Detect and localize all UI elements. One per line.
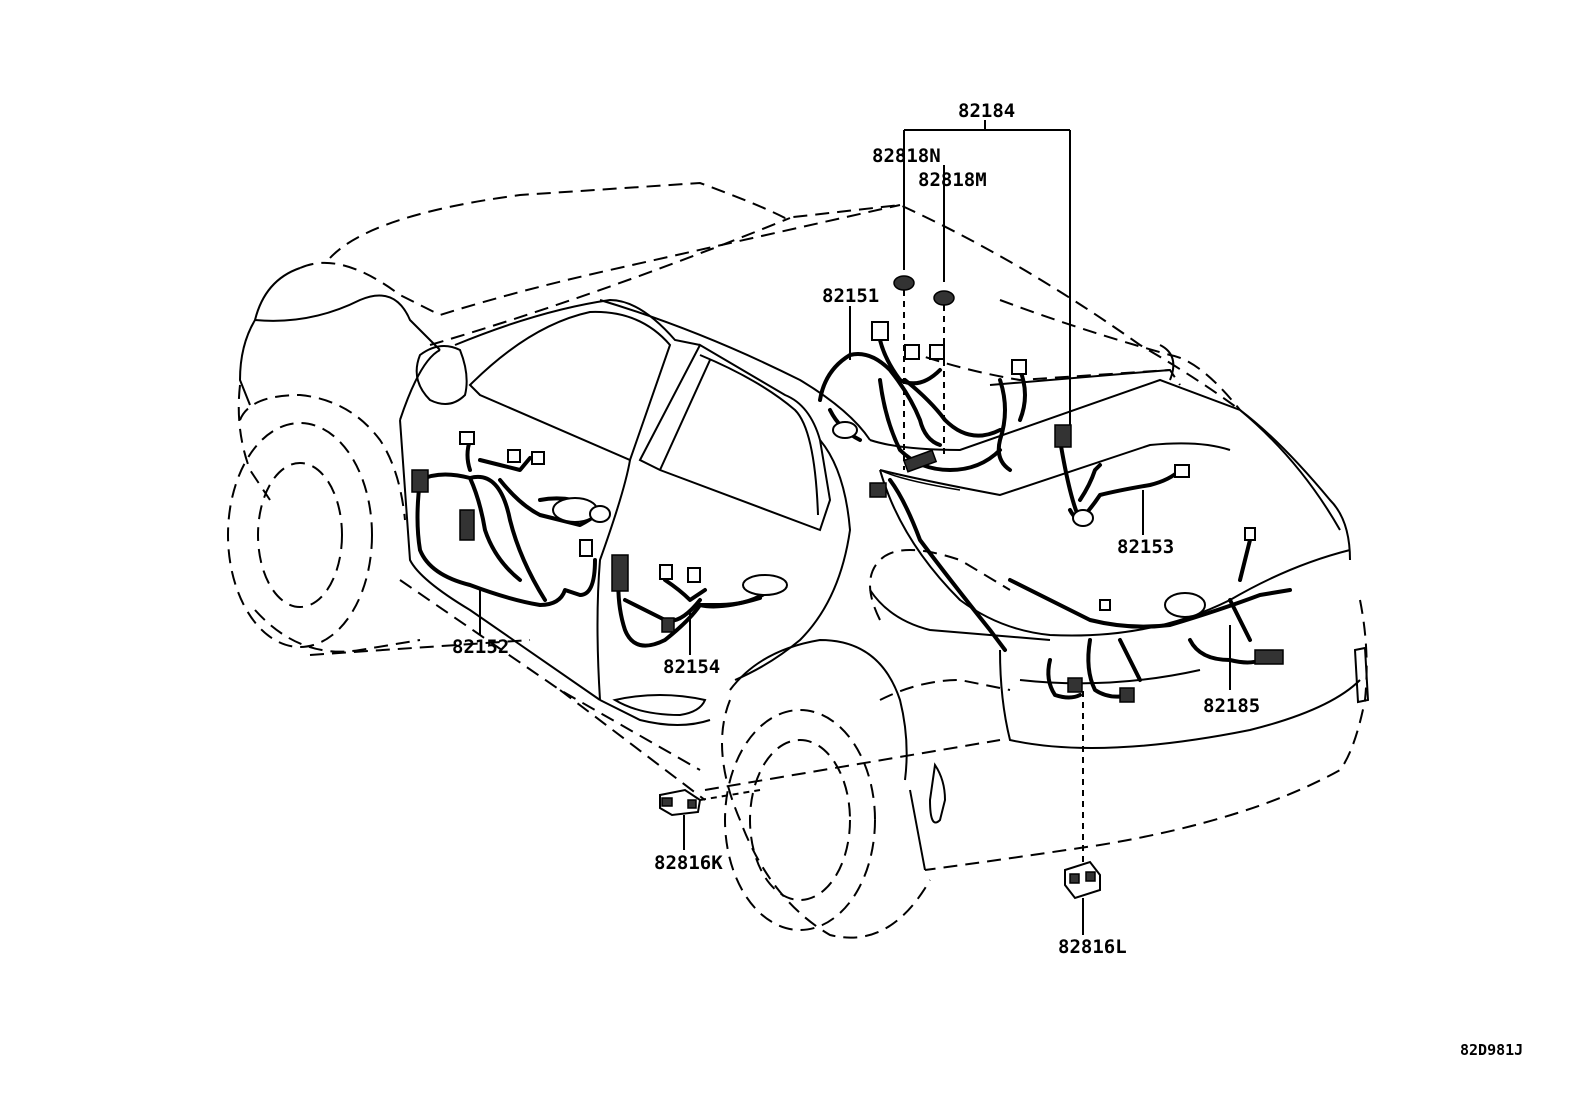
diagram-reference-code: 82D981J bbox=[1460, 1041, 1523, 1059]
label-82152: 82152 bbox=[452, 636, 509, 658]
label-82185: 82185 bbox=[1203, 695, 1260, 717]
label-82816K: 82816K bbox=[654, 852, 723, 874]
leader-lines bbox=[479, 120, 1231, 935]
vehicle-outline bbox=[227, 181, 1370, 939]
bracket-82816L bbox=[1064, 860, 1101, 900]
harness-82151 bbox=[818, 321, 1027, 652]
label-82818M: 82818M bbox=[918, 169, 987, 191]
label-82154: 82154 bbox=[663, 656, 720, 678]
harness-82152 bbox=[411, 431, 611, 607]
label-82153: 82153 bbox=[1117, 536, 1174, 558]
bracket-82816K bbox=[659, 788, 702, 817]
harness-82153 bbox=[1054, 424, 1190, 527]
label-82151: 82151 bbox=[822, 285, 879, 307]
label-82818N: 82818N bbox=[872, 145, 941, 167]
harness-82185 bbox=[1008, 527, 1292, 703]
part-labels: 82184 82818N 82818M 82151 82153 82152 82… bbox=[452, 100, 1260, 958]
clip-82818N bbox=[893, 275, 915, 291]
label-82184: 82184 bbox=[958, 100, 1015, 122]
clip-82818M bbox=[933, 290, 955, 306]
label-82816L: 82816L bbox=[1058, 936, 1127, 958]
harness-82154 bbox=[611, 554, 788, 648]
